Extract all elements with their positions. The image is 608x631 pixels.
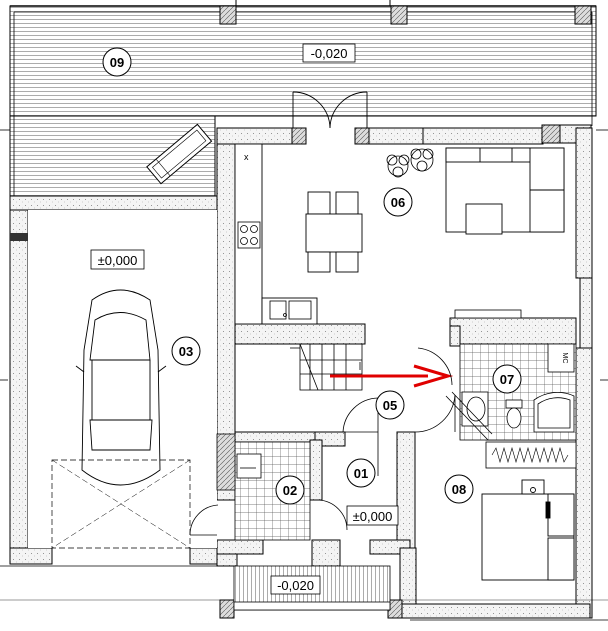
terrace-09 — [9, 0, 597, 197]
terrace-double-door — [292, 91, 368, 129]
room-label-06: 06 — [383, 187, 413, 217]
level-label-porch: -0,020 — [277, 578, 314, 593]
sink-icon — [269, 300, 312, 320]
room-label-01: 01 — [346, 458, 376, 488]
car-icon — [75, 289, 167, 486]
room-label-08: 08 — [444, 474, 474, 504]
sun-lounger — [146, 123, 213, 185]
walls — [9, 124, 593, 619]
column — [219, 599, 235, 619]
wardrobe — [485, 441, 577, 469]
room-label-05: 05 — [375, 390, 405, 420]
svg-text:x: x — [244, 152, 249, 162]
column — [541, 124, 561, 144]
washbasin-icon — [461, 391, 489, 427]
svg-text:07: 07 — [500, 372, 514, 387]
toilet-icon — [505, 399, 523, 429]
column — [574, 5, 592, 25]
room-label-09: 09 — [102, 47, 132, 77]
garage-drain — [10, 233, 28, 241]
svg-text:08: 08 — [452, 482, 466, 497]
level-label-entry: ±0,000 — [353, 509, 393, 524]
column — [390, 5, 408, 25]
bathroom-07 — [445, 343, 577, 441]
column — [354, 127, 370, 145]
room-label-03: 03 — [171, 336, 201, 366]
svg-text:06: 06 — [391, 195, 405, 210]
svg-text:03: 03 — [179, 344, 193, 359]
dining-table — [305, 191, 363, 273]
room-label-02: 02 — [275, 475, 305, 505]
svg-text:09: 09 — [110, 55, 124, 70]
svg-text:02: 02 — [283, 483, 297, 498]
level-label-garage: ±0,000 — [98, 253, 138, 268]
svg-text:05: 05 — [383, 398, 397, 413]
direction-arrow — [330, 364, 454, 388]
column — [291, 127, 307, 145]
svg-text:01: 01 — [354, 466, 368, 481]
wc-sign: MC — [561, 353, 568, 364]
shower-icon — [533, 392, 575, 433]
bedroom-08 — [481, 479, 575, 581]
living-kitchen-06: x — [234, 143, 565, 325]
stove-icon — [237, 221, 261, 249]
room-label-07: 07 — [492, 364, 522, 394]
column — [219, 5, 237, 25]
bed-icon — [481, 479, 575, 581]
plant-icon — [386, 148, 434, 178]
sofa — [445, 147, 565, 235]
level-label-terrace: -0,020 — [311, 46, 348, 61]
room-labels: 09 06 03 07 05 01 02 08 — [102, 47, 522, 505]
staircase — [290, 343, 363, 391]
